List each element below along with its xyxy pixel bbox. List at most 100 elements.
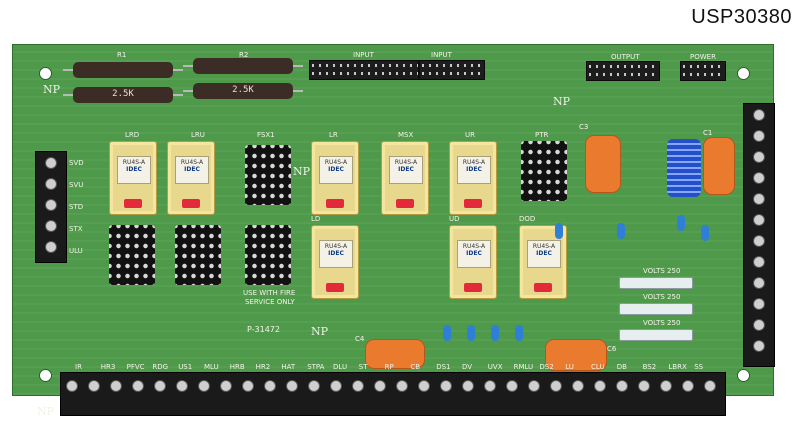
relay-label: DOD bbox=[519, 215, 536, 223]
terminal-screw bbox=[242, 380, 254, 392]
terminal-label: US1 bbox=[178, 363, 193, 371]
relay-label: MSX bbox=[398, 131, 414, 139]
terminal-screw bbox=[286, 380, 298, 392]
terminal-label: MLU bbox=[204, 363, 219, 371]
header-label: INPUT bbox=[431, 51, 452, 59]
terminal-screw bbox=[88, 380, 100, 392]
film-capacitor bbox=[365, 339, 425, 369]
board-number: P-31472 bbox=[247, 325, 280, 334]
terminal-label: PFVC bbox=[126, 363, 145, 371]
cap-label: C1 bbox=[703, 129, 713, 137]
terminal-screw bbox=[110, 380, 122, 392]
terminal-screw bbox=[484, 380, 496, 392]
mounting-hole bbox=[39, 369, 52, 382]
terminal-label: IR bbox=[75, 363, 82, 371]
terminal-screw bbox=[440, 380, 452, 392]
terminal-screw bbox=[550, 380, 562, 392]
relay-indicator bbox=[534, 283, 552, 292]
power-resistor: 2.5K bbox=[183, 83, 303, 99]
terminal-label: CLU bbox=[591, 363, 605, 371]
relay-indicator bbox=[396, 199, 414, 208]
terminal-screw bbox=[704, 380, 716, 392]
relay-indicator bbox=[464, 283, 482, 292]
terminal-screw bbox=[638, 380, 650, 392]
terminal-screw bbox=[132, 380, 144, 392]
service-note: SERVICE ONLY bbox=[245, 298, 295, 306]
terminal-screw bbox=[462, 380, 474, 392]
fuse-label: VOLTS 250 bbox=[643, 293, 681, 301]
fuse bbox=[619, 303, 693, 315]
terminal-screw bbox=[682, 380, 694, 392]
fuse bbox=[619, 277, 693, 289]
terminal-screw bbox=[753, 193, 765, 205]
small-capacitor bbox=[555, 223, 563, 239]
terminal-screw bbox=[45, 199, 57, 211]
cap-label: C4 bbox=[355, 335, 365, 343]
terminal-screw bbox=[753, 298, 765, 310]
terminal-screw bbox=[753, 130, 765, 142]
terminal-screw bbox=[176, 380, 188, 392]
small-capacitor bbox=[701, 225, 709, 241]
relay-label: LRD bbox=[125, 131, 140, 139]
terminal-screw bbox=[374, 380, 386, 392]
terminal-screw bbox=[753, 340, 765, 352]
terminal-screw bbox=[594, 380, 606, 392]
terminal-screw bbox=[572, 380, 584, 392]
terminal-label: DV bbox=[462, 363, 473, 371]
cap-label: C3 bbox=[579, 123, 589, 131]
terminal-label: RMLU bbox=[513, 363, 534, 371]
resistor-value: 2.5K bbox=[112, 89, 134, 99]
terminal-screw bbox=[753, 319, 765, 331]
terminal-screw bbox=[418, 380, 430, 392]
relay-indicator bbox=[326, 283, 344, 292]
relay-label: UR bbox=[465, 131, 475, 139]
header-label: POWER bbox=[690, 53, 716, 61]
relay-indicator bbox=[464, 199, 482, 208]
terminal-screw bbox=[264, 380, 276, 392]
terminal-label: RDG bbox=[152, 363, 169, 371]
relay-socket bbox=[521, 141, 567, 201]
terminal-label: HR3 bbox=[100, 363, 116, 371]
small-capacitor bbox=[515, 325, 523, 341]
terminal-screw bbox=[616, 380, 628, 392]
resistor-value: 2.5K bbox=[232, 85, 254, 95]
fuse-label: VOLTS 250 bbox=[643, 319, 681, 327]
silk-np: NP bbox=[43, 83, 61, 96]
terminal-screw bbox=[396, 380, 408, 392]
header-label: INPUT bbox=[353, 51, 374, 59]
terminal-screw bbox=[45, 241, 57, 253]
part-number: USP30380 bbox=[691, 6, 792, 28]
terminal-label: UVX bbox=[487, 363, 503, 371]
terminal-label: STD bbox=[69, 203, 84, 211]
power-resistor bbox=[63, 62, 183, 78]
small-capacitor bbox=[617, 223, 625, 239]
terminal-screw bbox=[198, 380, 210, 392]
relay-label: LRU bbox=[191, 131, 205, 139]
cap-label: C6 bbox=[607, 345, 617, 353]
terminal-label: DLU bbox=[333, 363, 348, 371]
terminal-screw bbox=[753, 256, 765, 268]
terminal-screw bbox=[45, 157, 57, 169]
terminal-label: HAT bbox=[281, 363, 296, 371]
relay-indicator bbox=[326, 199, 344, 208]
header-label: OUTPUT bbox=[611, 53, 640, 61]
small-capacitor bbox=[467, 325, 475, 341]
terminal-screw bbox=[308, 380, 320, 392]
terminal-screw bbox=[753, 235, 765, 247]
terminal-screw bbox=[66, 380, 78, 392]
terminal-label: CB bbox=[410, 363, 421, 371]
resistor-label: R1 bbox=[117, 51, 127, 59]
silk-np: NP bbox=[311, 325, 329, 338]
power-resistor bbox=[183, 58, 303, 74]
terminal-label: DB bbox=[616, 363, 627, 371]
relay-label: UD bbox=[449, 215, 460, 223]
terminal-screw bbox=[506, 380, 518, 392]
terminal-label: LBRX bbox=[668, 363, 687, 371]
relay-label: LD bbox=[311, 215, 321, 223]
terminal-screw bbox=[753, 151, 765, 163]
terminal-label: SVD bbox=[69, 159, 84, 167]
terminal-label: ST bbox=[358, 363, 368, 371]
